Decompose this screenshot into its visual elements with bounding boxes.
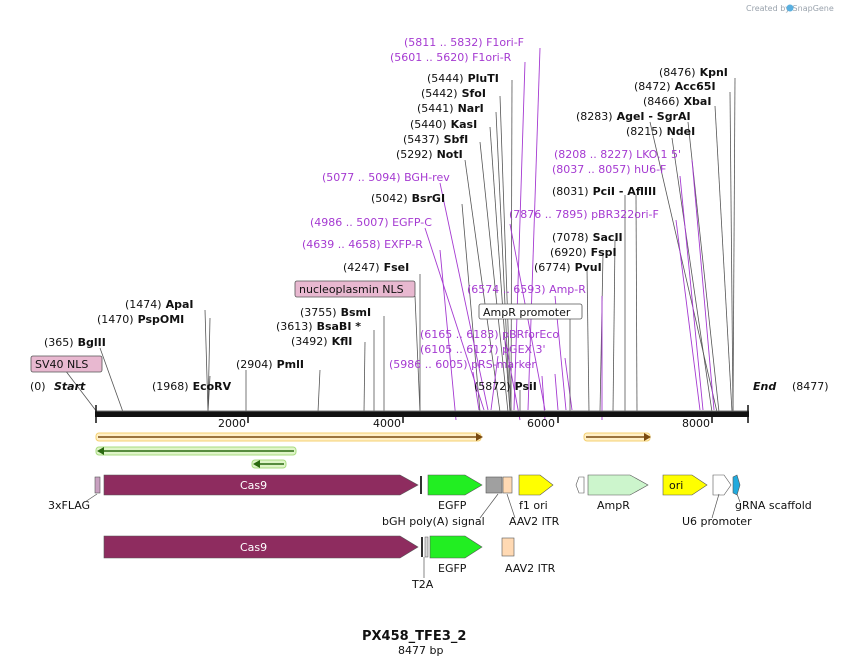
site-fspi: (6920) FspI	[550, 243, 617, 260]
primer-pgex-3: (6105 .. 6127) pGEX 3'	[420, 343, 546, 356]
flag-feature	[94, 476, 101, 494]
ampr-promoter-box: AmpR promoter	[478, 303, 583, 320]
site-xbai: (8466) XbaI	[643, 92, 711, 109]
site-fsei: (4247) FseI	[343, 258, 409, 275]
feature-leader-lines	[64, 295, 571, 413]
primer-bgh-rev: (5077 .. 5094) BGH-rev	[322, 171, 450, 184]
tick-label-8000: 8000	[682, 417, 710, 430]
tick-label-6000: 6000	[527, 417, 555, 430]
primer-egfp-c: (4986 .. 5007) EGFP-C	[310, 216, 432, 229]
ori-label: ori	[669, 479, 683, 492]
bgh-feature	[485, 476, 503, 494]
site-acc65i: (8472) Acc65I	[634, 77, 716, 94]
egfp-translation	[429, 535, 483, 559]
nls-marker	[420, 476, 422, 494]
feature-label-connectors	[84, 493, 741, 519]
end-label: End	[753, 380, 776, 393]
primer-f1ori-r: (5601 .. 5620) F1ori-R	[390, 51, 512, 64]
ampr-label: AmpR	[597, 499, 630, 512]
svg-text:nucleoplasmin NLS: nucleoplasmin NLS	[299, 283, 404, 296]
egfp-label: EGFP	[438, 499, 467, 512]
site-noti: (5292) NotI	[396, 145, 463, 162]
cas9-translation-label: Cas9	[240, 541, 267, 554]
bgh-label: bGH poly(A) signal	[382, 515, 485, 528]
f1ori-label: f1 ori	[519, 499, 548, 512]
primer-pbrforeco: (6165 .. 6183) pBRforEco	[420, 328, 559, 341]
primer-pbr322ori-f: (7876 .. 7895) pBR322ori-F	[509, 208, 659, 221]
egfp-translation-label: EGFP	[438, 562, 467, 575]
black-leader-lines	[99, 77, 736, 413]
site-kfli: (3492) KflI	[291, 332, 352, 349]
plasmid-title: PX458_TFE3_2	[362, 629, 466, 644]
u6-promoter-label: U6 promoter	[682, 515, 752, 528]
grna-feature	[732, 474, 741, 496]
primer-leader-lines	[424, 47, 715, 421]
site-kpni: (8476) KpnI	[659, 63, 728, 80]
tick-label-2000: 2000	[218, 417, 246, 430]
site-sbfi: (5437) SbfI	[403, 130, 468, 147]
enzyme-sites: (365) BglII (1474) ApaI (1470) PspOMI (1…	[44, 63, 728, 394]
aav2-itr-translation	[501, 537, 515, 557]
site-nari: (5441) NarI	[417, 99, 484, 116]
site-kasi: (5440) KasI	[410, 115, 477, 132]
site-pluti: (5444) PluTI	[427, 69, 499, 86]
cas9-translation	[103, 535, 419, 559]
nucleoplasmin-nls-box: nucleoplasmin NLS	[294, 280, 416, 298]
backbone	[95, 411, 749, 417]
egfp-feature	[427, 474, 483, 496]
end-position: (8477)	[792, 380, 829, 393]
site-bsrgi: (5042) BsrGI	[371, 189, 445, 206]
primer-sites: (5811 .. 5832) F1ori-F (5601 .. 5620) F1…	[302, 36, 681, 371]
tick-marks	[95, 405, 749, 423]
tick-label-4000: 4000	[373, 417, 401, 430]
flag-label: 3xFLAG	[48, 499, 90, 512]
primer-lko1-5: (8208 .. 8227) LKO.1 5'	[554, 148, 681, 161]
plasmid-length: 8477 bp	[398, 644, 443, 657]
site-sacii: (7078) SacII	[552, 228, 623, 245]
site-bglii: (365) BglII	[44, 333, 106, 350]
site-pmli: (2904) PmlI	[236, 355, 304, 372]
site-pcii-afliii: (8031) PciI - AflIII	[552, 182, 656, 199]
f1ori-feature	[518, 474, 554, 496]
site-bsmi: (3755) BsmI	[300, 303, 371, 320]
cas9-feature	[103, 474, 419, 496]
t2a-feature	[424, 536, 429, 558]
primer-amp-r: (6574 .. 6593) Amp-R	[467, 283, 586, 296]
aav2-itr-label: AAV2 ITR	[509, 515, 560, 528]
site-apai: (1474) ApaI	[125, 295, 193, 312]
ampr-promoter-feature	[575, 476, 585, 494]
t2a-label: T2A	[411, 578, 434, 591]
ampr-feature	[587, 474, 649, 496]
site-bsabi: (3613) BsaBI *	[276, 317, 361, 334]
site-ecorv: (1968) EcoRV	[152, 377, 232, 394]
feature-row-2: Cas9	[103, 535, 515, 559]
u6-promoter-feature	[712, 474, 732, 496]
aav2-itr-feature	[502, 476, 513, 494]
svg-text:AmpR promoter: AmpR promoter	[483, 306, 571, 319]
site-sfoi: (5442) SfoI	[421, 84, 486, 101]
grna-label: gRNA scaffold	[735, 499, 812, 512]
ori-feature	[662, 474, 708, 496]
start-position: (0)	[30, 380, 46, 393]
start-label: Start	[54, 380, 86, 393]
sv40-nls-box: SV40 NLS	[30, 355, 103, 373]
site-agei-sgrai: (8283) AgeI - SgrAI	[576, 107, 691, 124]
site-pspomi: (1470) PspOMI	[97, 310, 184, 327]
svg-text:SV40 NLS: SV40 NLS	[35, 358, 88, 371]
site-psii: (5872) PsiI	[474, 377, 537, 394]
aav2-itr-translation-label: AAV2 ITR	[505, 562, 556, 575]
snapgene-logo-icon	[786, 4, 794, 12]
primer-hu6-f: (8037 .. 8057) hU6-F	[552, 163, 666, 176]
feature-row-1: Cas9 ori	[94, 474, 741, 496]
site-pvui: (6774) PvuI	[534, 258, 602, 275]
primer-exfp-r: (4639 .. 4658) EXFP-R	[302, 238, 423, 251]
primer-prs-marker: (5986 .. 6005) pRS-marker	[389, 358, 536, 371]
primer-f1ori-f: (5811 .. 5832) F1ori-F	[404, 36, 524, 49]
site-ndei: (8215) NdeI	[626, 122, 695, 139]
cas9-label: Cas9	[240, 479, 267, 492]
orf-arrows	[95, 432, 651, 469]
